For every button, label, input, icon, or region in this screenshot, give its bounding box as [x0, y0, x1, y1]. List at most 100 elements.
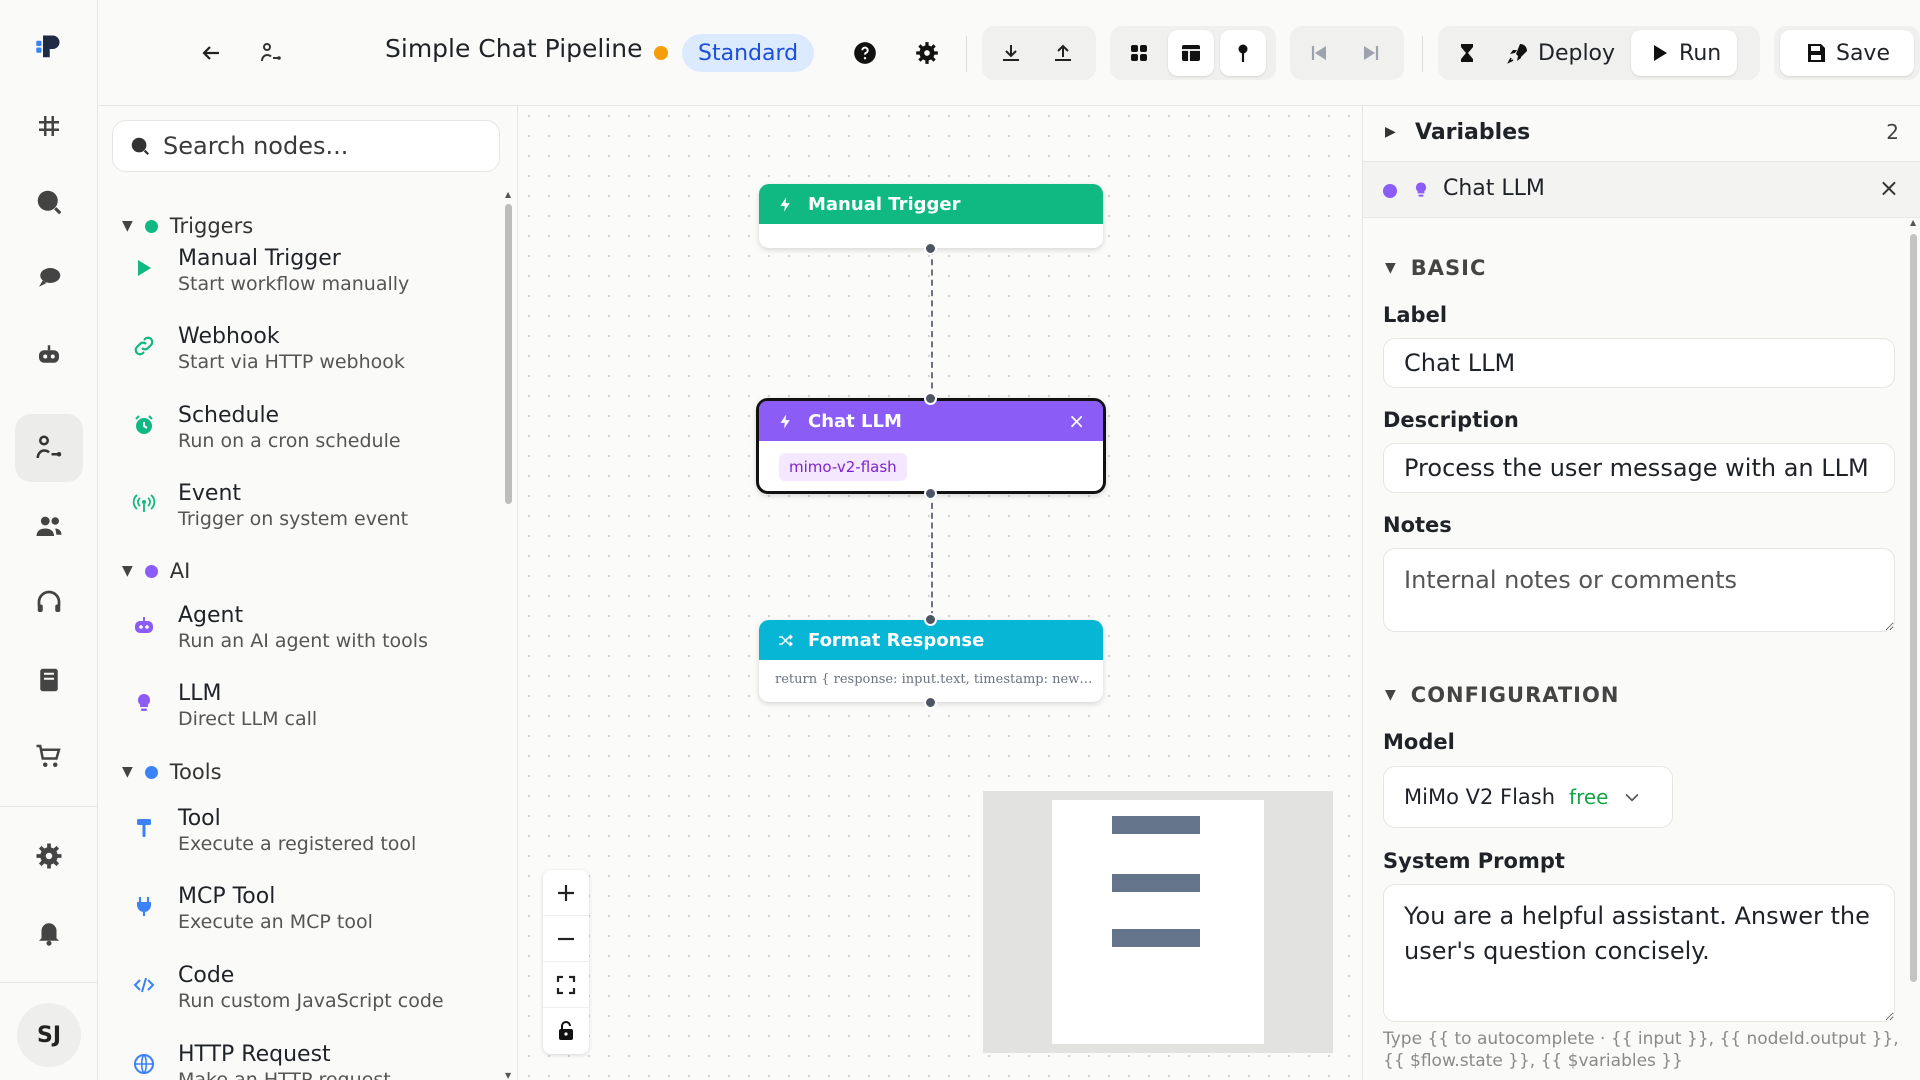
- chevron-down-icon: ▼: [122, 218, 133, 234]
- workflow-switch-button[interactable]: [248, 26, 294, 80]
- node-item-http-request[interactable]: HTTP Request Make an HTTP request: [132, 1042, 492, 1080]
- scrollbar[interactable]: ▲: [1910, 218, 1918, 1080]
- minimap-viewport[interactable]: [1052, 800, 1264, 1044]
- headphones-icon: [37, 590, 61, 612]
- autocomplete-hint: Type {{ to autocomplete · {{ input }}, {…: [1383, 1029, 1899, 1071]
- node-header: Manual Trigger: [759, 184, 1103, 224]
- rail-settings[interactable]: [15, 822, 83, 890]
- history-group: [1290, 26, 1404, 80]
- node-item-title: LLM: [178, 681, 222, 706]
- flow-canvas[interactable]: Manual Trigger Chat LLM × mimo-v2-flash …: [519, 106, 1361, 1080]
- upload-button[interactable]: [1040, 30, 1086, 76]
- fit-view-button[interactable]: [543, 962, 589, 1008]
- layout-view-button[interactable]: [1168, 30, 1214, 76]
- node-manual-trigger[interactable]: Manual Trigger: [759, 184, 1103, 255]
- avatar[interactable]: SJ: [17, 1003, 81, 1067]
- close-icon[interactable]: ×: [1068, 409, 1085, 433]
- output-port[interactable]: [924, 487, 937, 500]
- node-item-code[interactable]: Code Run custom JavaScript code: [132, 963, 492, 1027]
- edge[interactable]: [931, 249, 933, 409]
- bolt-icon: [780, 196, 790, 212]
- category-triggers[interactable]: ▼ Triggers: [122, 210, 253, 242]
- robot-icon: [39, 345, 59, 363]
- help-button[interactable]: [842, 26, 888, 80]
- description-field[interactable]: [1383, 443, 1895, 493]
- minimap[interactable]: [983, 791, 1333, 1053]
- node-format-response[interactable]: Format Response return { response: input…: [759, 613, 1103, 709]
- step-forward-button[interactable]: [1348, 30, 1394, 76]
- node-item-schedule[interactable]: Schedule Run on a cron schedule: [132, 403, 492, 467]
- chat-icon: [39, 268, 61, 287]
- scrollbar[interactable]: ▲ ▼: [505, 190, 513, 1080]
- section-configuration[interactable]: ▼ CONFIGURATION: [1385, 680, 1619, 710]
- run-label: Run: [1679, 40, 1722, 66]
- scrollbar-thumb[interactable]: [505, 204, 512, 504]
- deploy-label: Deploy: [1538, 40, 1616, 66]
- node-item-webhook[interactable]: Webhook Start via HTTP webhook: [132, 324, 492, 388]
- close-icon[interactable]: ×: [1878, 174, 1899, 202]
- variables-header[interactable]: ▶ Variables 2: [1363, 106, 1920, 162]
- hourglass-button[interactable]: [1444, 30, 1490, 76]
- model-tag: mimo-v2-flash: [779, 453, 907, 481]
- grid-view-button[interactable]: [1116, 30, 1162, 76]
- plug-icon: [137, 897, 151, 916]
- node-search-input[interactable]: [163, 132, 483, 160]
- input-port[interactable]: [924, 613, 937, 626]
- lock-button[interactable]: [543, 1008, 589, 1054]
- back-button[interactable]: [188, 26, 234, 80]
- zoom-out-button[interactable]: [543, 916, 589, 962]
- deploy-button[interactable]: Deploy: [1496, 30, 1625, 76]
- free-badge: free: [1569, 785, 1609, 809]
- rail-marketplace[interactable]: [15, 722, 83, 790]
- category-dot: [144, 564, 158, 578]
- robot-icon: [135, 617, 153, 633]
- run-button[interactable]: Run: [1631, 30, 1738, 76]
- rail-chat[interactable]: [15, 244, 83, 312]
- scroll-down-icon[interactable]: ▼: [505, 1071, 512, 1080]
- notes-field-label: Notes: [1383, 513, 1452, 537]
- node-item-agent[interactable]: Agent Run an AI agent with tools: [132, 603, 492, 667]
- rail-agents[interactable]: [15, 320, 83, 388]
- node-item-title: Code: [178, 963, 235, 988]
- node-item-llm[interactable]: LLM Direct LLM call: [132, 681, 492, 745]
- label-field[interactable]: [1383, 338, 1895, 388]
- rail-team[interactable]: [15, 492, 83, 560]
- scroll-up-icon[interactable]: ▲: [505, 190, 512, 199]
- category-ai[interactable]: ▼ AI: [122, 555, 190, 587]
- step-back-button[interactable]: [1296, 30, 1342, 76]
- input-port[interactable]: [924, 392, 937, 405]
- node-item-desc: Trigger on system event: [178, 508, 409, 530]
- app-logo[interactable]: [15, 12, 83, 80]
- pin-button[interactable]: [1220, 30, 1266, 76]
- output-port[interactable]: [924, 242, 937, 255]
- rail-workflows[interactable]: [15, 414, 83, 482]
- model-select[interactable]: MiMo V2 Flash free: [1383, 766, 1673, 828]
- apps-icon: [1131, 45, 1147, 61]
- zoom-in-button[interactable]: [543, 870, 589, 916]
- output-port[interactable]: [924, 696, 937, 709]
- edge[interactable]: [931, 493, 933, 627]
- save-button[interactable]: Save: [1780, 30, 1914, 76]
- system-prompt-field[interactable]: You are a helpful assistant. Answer the …: [1383, 884, 1895, 1022]
- download-button[interactable]: [988, 30, 1034, 76]
- mode-badge[interactable]: Standard: [682, 34, 815, 72]
- notes-field[interactable]: [1383, 548, 1895, 632]
- section-basic[interactable]: ▼ BASIC: [1385, 253, 1486, 283]
- search-box[interactable]: [112, 120, 500, 172]
- page-title[interactable]: Simple Chat Pipeline: [385, 34, 643, 63]
- rail-support[interactable]: [15, 568, 83, 636]
- node-item-event[interactable]: Event Trigger on system event: [132, 481, 492, 545]
- node-chat-llm[interactable]: Chat LLM × mimo-v2-flash: [756, 392, 1106, 500]
- node-item-mcp-tool[interactable]: MCP Tool Execute an MCP tool: [132, 884, 492, 948]
- rail-notifications[interactable]: [15, 898, 83, 966]
- scrollbar-thumb[interactable]: [1910, 234, 1917, 982]
- settings-button[interactable]: [904, 26, 950, 80]
- rail-docs[interactable]: [15, 646, 83, 714]
- rail-search[interactable]: [15, 168, 83, 236]
- scroll-up-icon[interactable]: ▲: [1910, 218, 1917, 227]
- node-item-tool[interactable]: Tool Execute a registered tool: [132, 806, 492, 870]
- node-item-manual-trigger[interactable]: Manual Trigger Start workflow manually: [132, 246, 492, 310]
- shuffle-icon: [779, 633, 793, 647]
- category-tools[interactable]: ▼ Tools: [122, 756, 222, 788]
- rail-grid[interactable]: [15, 92, 83, 160]
